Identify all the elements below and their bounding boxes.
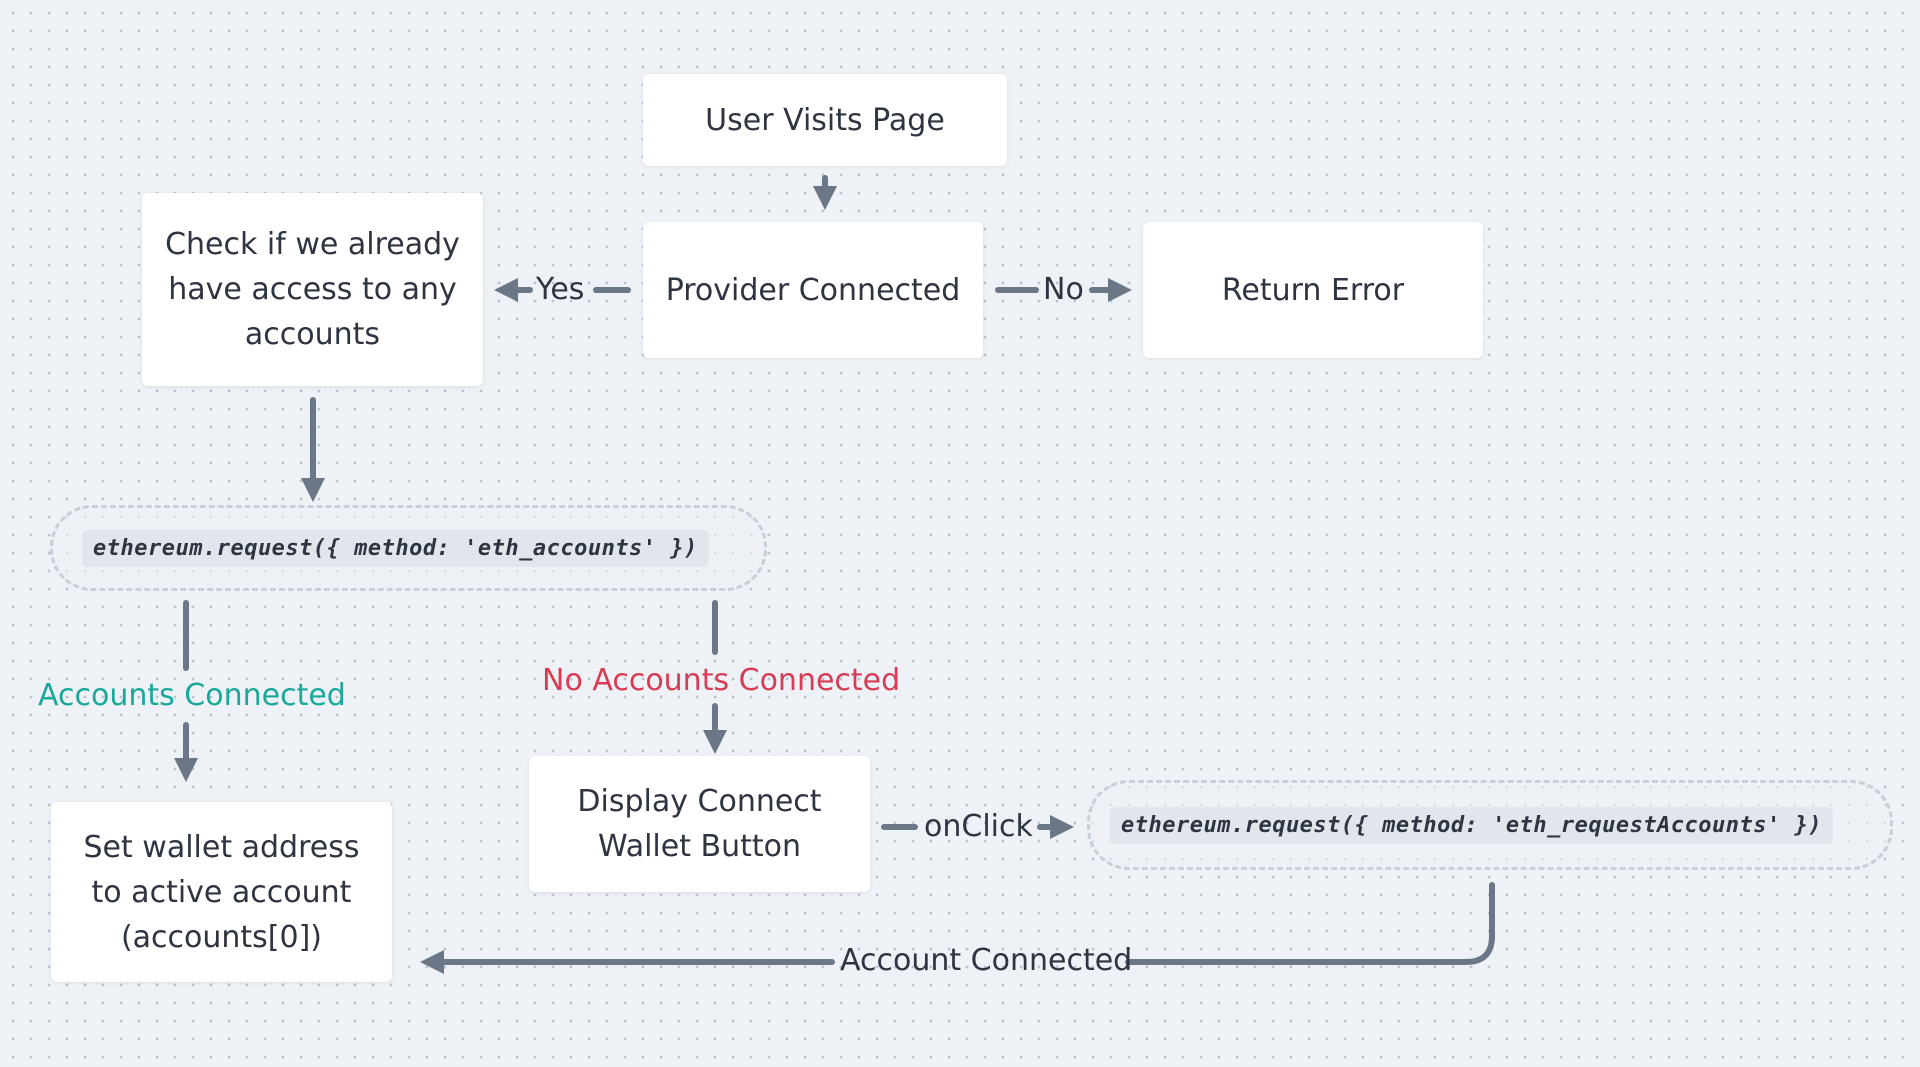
node-return-error[interactable]: Return Error — [1143, 222, 1483, 358]
node-display-connect-wallet-button[interactable]: Display Connect Wallet Button — [529, 756, 870, 892]
edge-label-no-accounts-connected: No Accounts Connected — [542, 663, 901, 698]
node-user-visits-page[interactable]: User Visits Page — [643, 74, 1007, 166]
node-label: Display Connect Wallet Button — [577, 784, 822, 864]
node-set-wallet-address[interactable]: Set wallet address to active account (ac… — [51, 802, 392, 982]
edge-label-account-connected: Account Connected — [840, 943, 1133, 978]
code-eth-request-accounts: ethereum.request({ method: 'eth_requestA… — [1110, 806, 1834, 844]
edge-label-onclick: onClick — [924, 809, 1033, 844]
edge-label-no: No — [1043, 272, 1084, 307]
arrow-account-connected-right — [1125, 882, 1495, 965]
node-label: Check if we already have access to any a… — [165, 227, 460, 352]
node-provider-connected[interactable]: Provider Connected — [643, 222, 983, 358]
node-label: Return Error — [1221, 272, 1405, 308]
node-eth-request-accounts[interactable]: ethereum.request({ method: 'eth_requestA… — [1087, 780, 1893, 870]
node-label: User Visits Page — [705, 102, 945, 138]
node-check-access[interactable]: Check if we already have access to any a… — [142, 193, 483, 386]
code-eth-accounts: ethereum.request({ method: 'eth_accounts… — [82, 529, 709, 567]
edge-label-yes: Yes — [536, 272, 585, 307]
node-label: Provider Connected — [665, 272, 961, 308]
node-label: Set wallet address to active account (ac… — [83, 829, 360, 955]
node-eth-accounts-request[interactable]: ethereum.request({ method: 'eth_accounts… — [50, 505, 767, 591]
edge-label-accounts-connected: Accounts Connected — [38, 678, 346, 713]
